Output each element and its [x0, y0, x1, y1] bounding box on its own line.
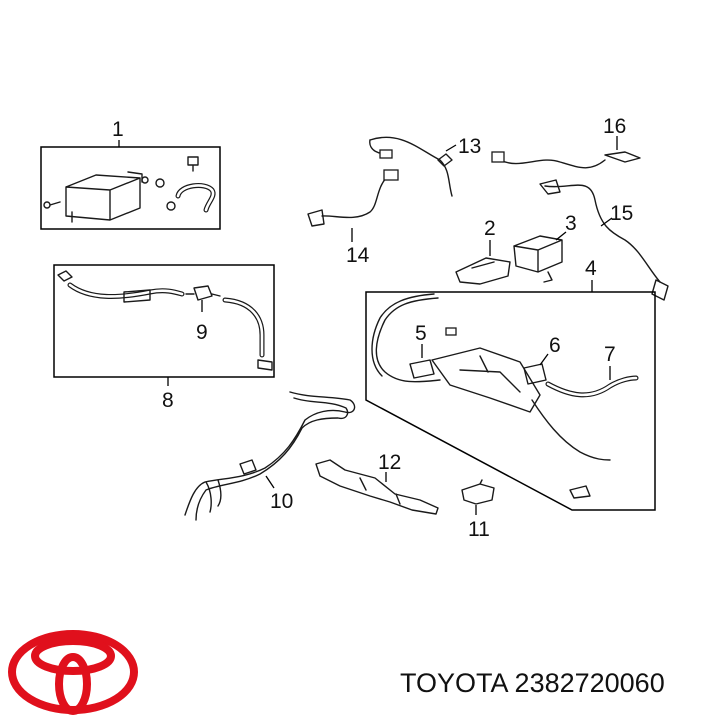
callout-4: 4 — [585, 257, 597, 280]
callout-12: 12 — [378, 451, 401, 474]
leader-6 — [539, 353, 549, 366]
leader-3 — [555, 231, 567, 241]
callout-6: 6 — [549, 334, 561, 357]
part-group-12: 12 — [315, 451, 439, 515]
callout-13: 13 — [458, 135, 481, 158]
box-8 — [53, 264, 275, 378]
callout-8: 8 — [162, 389, 174, 412]
part-group-13-14: 13 14 — [307, 135, 481, 267]
callout-7: 7 — [604, 343, 616, 366]
callout-9: 9 — [196, 321, 208, 344]
brand-name: TOYOTA — [400, 668, 508, 698]
part-group-11: 11 — [461, 479, 495, 541]
leader-10 — [265, 475, 275, 489]
part-group-10: 10 — [184, 391, 356, 521]
part-group-15-16: 16 15 — [491, 115, 669, 301]
part-group-2-3: 2 3 — [455, 212, 577, 285]
callout-16: 16 — [603, 115, 626, 138]
leader-13 — [445, 144, 457, 152]
part-group-4: 4 5 6 7 — [365, 257, 656, 511]
callout-2: 2 — [484, 217, 496, 240]
part-number: 2382720060 — [514, 668, 665, 698]
toyota-logo-icon — [8, 630, 138, 715]
leader-15 — [600, 217, 613, 227]
callout-3: 3 — [565, 212, 577, 235]
callout-10: 10 — [270, 490, 293, 513]
callout-14: 14 — [346, 244, 370, 267]
canister-body — [65, 174, 141, 221]
brand-part-label: TOYOTA 2382720060 — [400, 668, 665, 699]
callout-15: 15 — [610, 202, 633, 225]
part-group-1: 1 — [40, 118, 221, 230]
box-4 — [365, 291, 656, 511]
box-1 — [40, 146, 221, 230]
part-group-8: 8 9 — [53, 264, 275, 412]
callout-1: 1 — [112, 118, 124, 141]
callout-5: 5 — [415, 322, 427, 345]
callout-11: 11 — [468, 518, 490, 541]
